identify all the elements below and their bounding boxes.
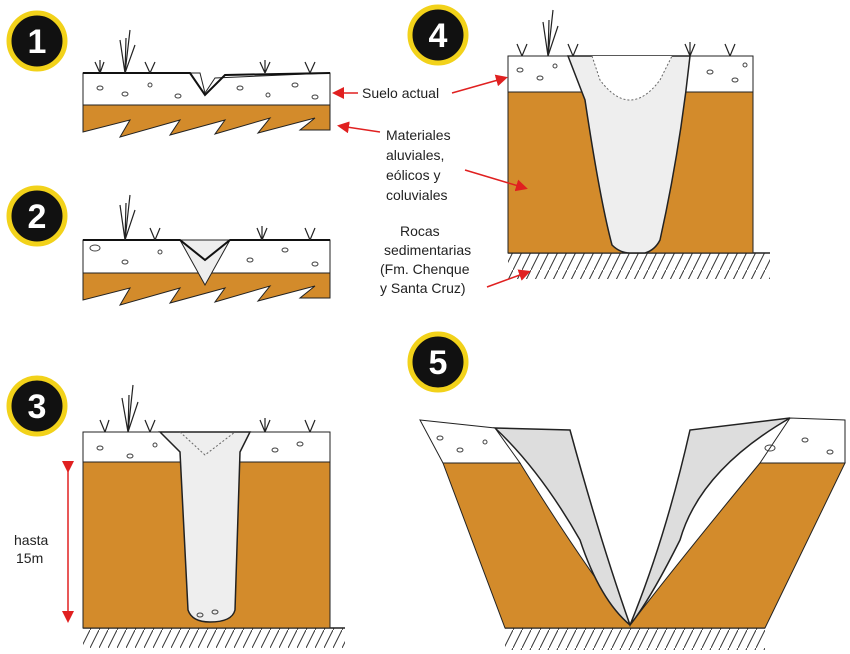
- depth-label-line1: hasta: [14, 532, 48, 548]
- label-rocas-3: (Fm. Chenque: [380, 261, 470, 277]
- label-suelo-actual: Suelo actual: [362, 85, 439, 101]
- stage-5-topsoil-left: [419, 419, 521, 464]
- label-rocas-1: Rocas: [400, 223, 440, 239]
- label-rocas-2: sedimentarias: [384, 242, 471, 258]
- stage-3-badge: 3: [6, 375, 68, 437]
- stage-3-number: 3: [28, 388, 47, 426]
- label-materiales-1: Materiales: [386, 127, 451, 143]
- stage-1-pebbles: [96, 82, 319, 100]
- label-materiales-3: eólicos y: [386, 167, 440, 183]
- stage-1-topsoil: [82, 72, 331, 106]
- label-materiales-2: aluviales,: [386, 147, 444, 163]
- stage-1-badge: 1: [6, 10, 68, 72]
- depth-label-line2: 15m: [16, 550, 43, 566]
- stage-2-number: 2: [28, 198, 47, 236]
- stage-1-plants: [94, 29, 316, 74]
- stage-3-panel: hasta 15m 3: [6, 375, 345, 648]
- stage-5-bedrock: [505, 628, 765, 650]
- stage-4-number: 4: [429, 17, 448, 55]
- stage-2-badge: 2: [6, 185, 68, 247]
- label-materiales-4: coluviales: [386, 187, 447, 203]
- label-rocas-4: y Santa Cruz): [380, 280, 466, 296]
- stage-3-bedrock: [83, 628, 345, 648]
- stage-5-badge: 5: [407, 331, 469, 393]
- labels: Suelo actual Materiales aluviales, eólic…: [332, 74, 531, 296]
- stage-2-soil-layer: [82, 272, 331, 306]
- stage-5-gully: [493, 417, 791, 628]
- stage-2-panel: 2: [6, 185, 331, 306]
- stage-1-number: 1: [28, 23, 47, 61]
- stage-4-badge: 4: [407, 4, 469, 66]
- stage-5-number: 5: [429, 344, 448, 382]
- stage-1-panel: 1: [6, 10, 331, 138]
- stage-5-panel: 5: [407, 331, 846, 650]
- stage-3-gully: [158, 431, 252, 623]
- stage-4-panel: 4: [407, 4, 770, 279]
- stage-4-gully: [566, 55, 691, 254]
- stage-1-soil-layer: [82, 104, 331, 138]
- stage-4-bedrock: [508, 253, 770, 279]
